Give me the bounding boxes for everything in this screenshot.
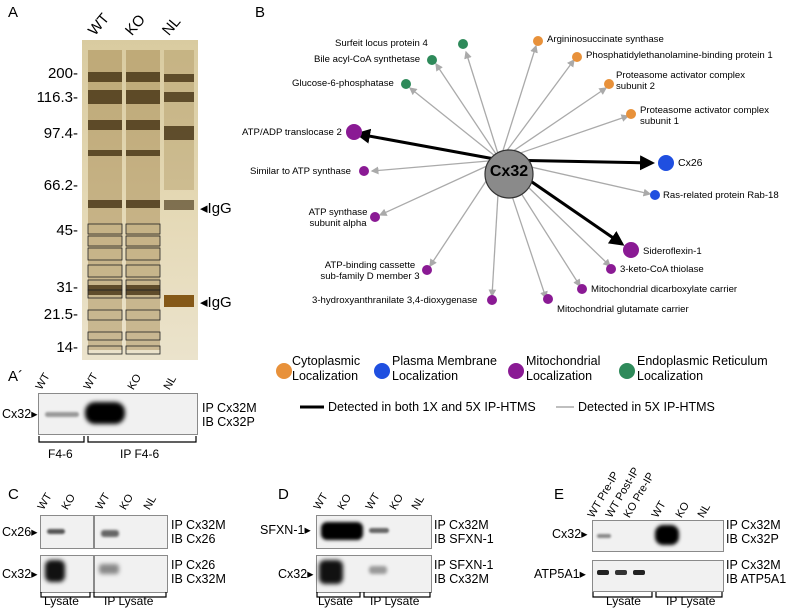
lane-label: KO [125,372,144,392]
node-label: Surfeit locus protein 4 [335,38,428,49]
node-label: Ras-related protein Rab-18 [663,190,779,201]
western-blot [592,520,724,552]
row-label: SFXN-1▸ [260,523,311,537]
lane-label: WT [81,371,101,392]
row-label: Cx26▸ [2,525,38,539]
lane-label: KO [335,492,354,512]
bracket-label: Lysate [44,594,79,608]
row-label: ATP5A1▸ [534,567,586,581]
interaction-network [346,36,674,305]
legend-line-5x: Detected in 5X IP-HTMS [578,400,715,414]
mw-marker: 31- [56,279,78,296]
panel-b-letter: B [255,4,266,21]
lane-label: NL [161,373,180,392]
node-label: 3-keto-CoA thiolase [620,264,704,275]
node-label: Mitochondrial glutamate carrier [557,304,689,315]
node-label: Similar to ATP synthase [250,166,351,177]
western-blot [40,515,94,549]
node-label: Bile acyl-CoA synthetase [314,54,421,65]
lane-label: WT [93,491,113,512]
western-blot [94,515,168,549]
lane-label: NL [695,501,714,520]
lane-label: KO [673,500,692,520]
node-label: Sideroflexin-1 [643,246,702,257]
node-label: Phosphatidylethanolamine-binding protein… [586,50,773,61]
western-blot [316,515,432,549]
lane-label: WT [35,491,55,512]
bracket-label: Lysate [606,594,641,608]
legend-lines [300,405,324,409]
lane-label: KO [387,492,406,512]
lane-label: WT [311,491,331,512]
lane-bracket [592,592,723,598]
bracket-label: IP Lysate [666,594,716,608]
node-label: 3-hydroxyanthranilate 3,4-dioxygenase [312,295,478,306]
bracket-label: IP Lysate [370,594,420,608]
row-label: Cx32▸ [552,527,588,541]
legend-dots [276,363,635,379]
node-label: ATP/ADP translocase 2 [242,127,342,138]
panel-e-letter: E [554,486,565,503]
mw-marker: 66.2- [43,177,78,194]
mw-marker: 97.4- [43,125,78,142]
center-node-label: Cx32 [489,163,529,180]
bracket-label: IP Lysate [104,594,154,608]
silver-stain-gel [82,40,198,360]
panel-d-letter: D [278,486,289,503]
bracket-label: Lysate [318,594,353,608]
row-label: Cx32▸ [2,407,38,421]
igg-heavy-label: ◂IgG [200,200,232,217]
row-label: Cx32▸ [278,567,314,581]
western-blot [94,555,168,593]
lane-label: KO [59,492,78,512]
mw-marker: 45- [56,222,78,239]
lane-label: KO [117,492,136,512]
lane-label: WT [649,499,669,520]
panel-a2-letter: A´ [8,368,23,385]
node-label: Mitochondrial dicarboxylate carrier [591,284,738,295]
lane-label: WT [363,491,383,512]
mw-marker: 116.3- [36,89,78,106]
mw-marker: 21.5- [43,306,78,323]
bracket-label: IP F4-6 [120,447,160,461]
igg-light-label: ◂IgG [200,294,232,311]
node-label: Cx26 [678,157,703,169]
lane-bracket [38,436,197,443]
mw-marker: 200- [47,65,78,82]
western-blot [316,555,432,593]
lane-bracket [40,592,167,598]
node-label: Glucose-6-phosphatase [292,78,394,89]
lane-label: NL [409,493,428,512]
node-label: Argininosuccinate synthase [547,34,664,45]
western-blot [40,555,94,593]
bracket-label: F4-6 [48,447,73,461]
legend-line-both: Detected in both 1X and 5X IP-HTMS [328,400,536,414]
panel-c-letter: C [8,486,19,503]
legend-line-5x-icon [556,406,574,408]
mw-marker: 14- [56,339,78,356]
lane-label: NL [141,493,160,512]
panel-a-letter: A [8,4,19,21]
lane-label: WT [33,371,53,392]
lane-bracket [316,592,431,598]
western-blot [38,393,198,435]
western-blot [592,560,724,592]
row-label: Cx32▸ [2,567,38,581]
